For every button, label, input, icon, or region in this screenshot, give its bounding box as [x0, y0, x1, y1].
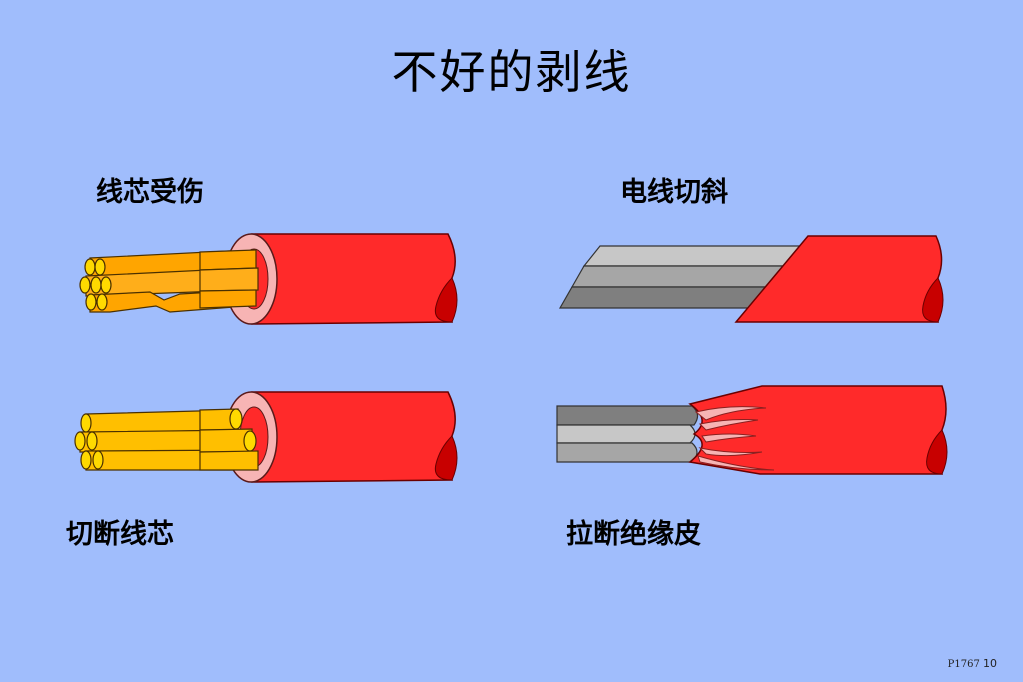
jacket-cut-end: [926, 429, 948, 475]
slide-code: P1767: [947, 659, 980, 670]
wire-damaged-core: [79, 233, 458, 325]
wire-slanted-cut: [558, 235, 944, 323]
wire-cut-core: [74, 391, 458, 483]
wire-torn-insulation: [556, 385, 948, 475]
insulation-jacket: [251, 233, 456, 325]
conductor-layers: [558, 245, 822, 309]
label-damaged-core: 线芯受伤: [96, 177, 204, 208]
cut-strand-stubs: [199, 408, 259, 471]
slide-footer: P1767 10: [948, 657, 997, 670]
page-title: 不好的剥线: [391, 45, 632, 99]
insulation-jacket: [251, 391, 456, 483]
torn-fibers: [694, 406, 775, 471]
label-torn-insulation: 拉断绝缘皮: [566, 519, 701, 550]
jacket-cut-end: [434, 277, 458, 323]
conductor-layers: [556, 405, 699, 463]
insulation-jacket: [688, 385, 947, 475]
strand-ends: [74, 413, 104, 470]
jacket-cut-end: [434, 435, 458, 481]
strand-ends: [79, 258, 112, 311]
strand-roots: [199, 249, 259, 309]
jacket-cut-end: [922, 277, 944, 323]
page-number: 10: [983, 657, 997, 670]
label-slanted-cut: 电线切斜: [620, 177, 728, 208]
label-cut-core: 切断线芯: [66, 519, 174, 550]
